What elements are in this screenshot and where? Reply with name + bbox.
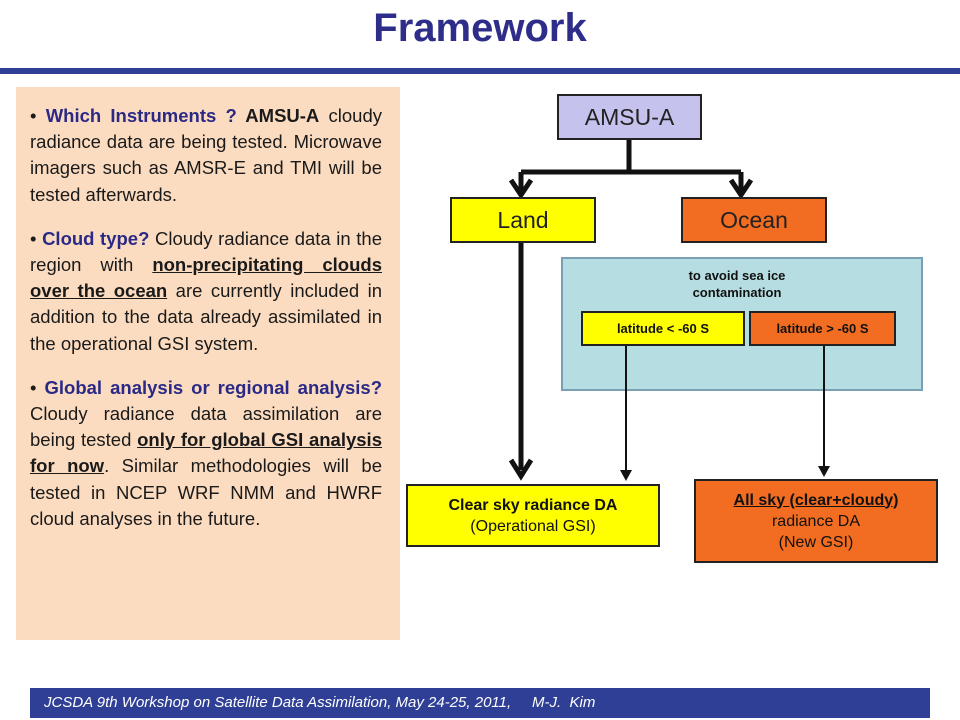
- bullet-underline: non-precipitating clouds over the ocean: [30, 254, 382, 302]
- amsu-box: AMSU-A: [557, 94, 702, 140]
- bullet-strong: AMSU-A: [236, 105, 320, 126]
- land-box: Land: [450, 197, 596, 243]
- bullet-head: Cloud type?: [42, 227, 150, 249]
- clear-sky-sub: (Operational GSI): [470, 517, 596, 535]
- slide-title: Framework: [373, 6, 587, 50]
- lat-low-box: latitude < -60 S: [581, 311, 745, 346]
- bullet-head: Global analysis or regional analysis?: [44, 376, 382, 398]
- bullet-text: . Similar methodologies will be tested i…: [30, 455, 382, 529]
- split-connector: [521, 140, 741, 175]
- ocean-box: Ocean: [681, 197, 827, 243]
- all-sky-line3: (New GSI): [778, 533, 854, 551]
- bullet-head: Which Instruments ?: [45, 105, 237, 126]
- title-rule: [0, 68, 960, 74]
- land-label: Land: [497, 206, 549, 233]
- ocean-label: Ocean: [720, 206, 788, 233]
- bullet-cloud-type: • Cloud type? Cloudy radiance data in th…: [30, 227, 382, 354]
- all-sky-box: All sky (clear+cloudy) radiance DA (New …: [694, 479, 938, 563]
- clear-sky-title: Clear sky radiance DA: [448, 496, 618, 514]
- bullet-list: • Which Instruments ? AMSU-A cloudy radi…: [30, 103, 382, 550]
- amsu-label: AMSU-A: [584, 103, 675, 130]
- clear-sky-box: Clear sky radiance DA (Operational GSI): [406, 484, 660, 547]
- all-sky-line2: radiance DA: [771, 512, 861, 530]
- lat-high-box: latitude > -60 S: [749, 311, 896, 346]
- bullet-text: Cloudy radiance data in the region with: [30, 227, 382, 276]
- footer-text: JCSDA 9th Workshop on Satellite Data Ass…: [44, 694, 596, 711]
- bullet-analysis: • Global analysis or regional analysis? …: [30, 376, 382, 529]
- all-sky-title: All sky (clear+cloudy): [733, 491, 899, 509]
- sea-ice-note-text: to avoid sea ice contamination: [688, 268, 786, 300]
- sea-ice-note: to avoid sea ice contamination: [648, 264, 826, 304]
- bullet-text: cloudy radiance data are being tested. M…: [30, 105, 382, 205]
- lat-high-label: latitude > -60 S: [776, 321, 869, 336]
- footer-bar: JCSDA 9th Workshop on Satellite Data Ass…: [30, 688, 930, 718]
- bullet-text: Cloudy radiance data assimilation are be…: [30, 403, 382, 451]
- bullet-instruments: • Which Instruments ? AMSU-A cloudy radi…: [30, 105, 382, 205]
- lat-low-label: latitude < -60 S: [616, 321, 710, 336]
- bullet-panel: [16, 87, 400, 640]
- bullet-text: are currently included in addition to th…: [30, 280, 382, 354]
- bullet-underline: only for global GSI analysis for now: [30, 429, 382, 477]
